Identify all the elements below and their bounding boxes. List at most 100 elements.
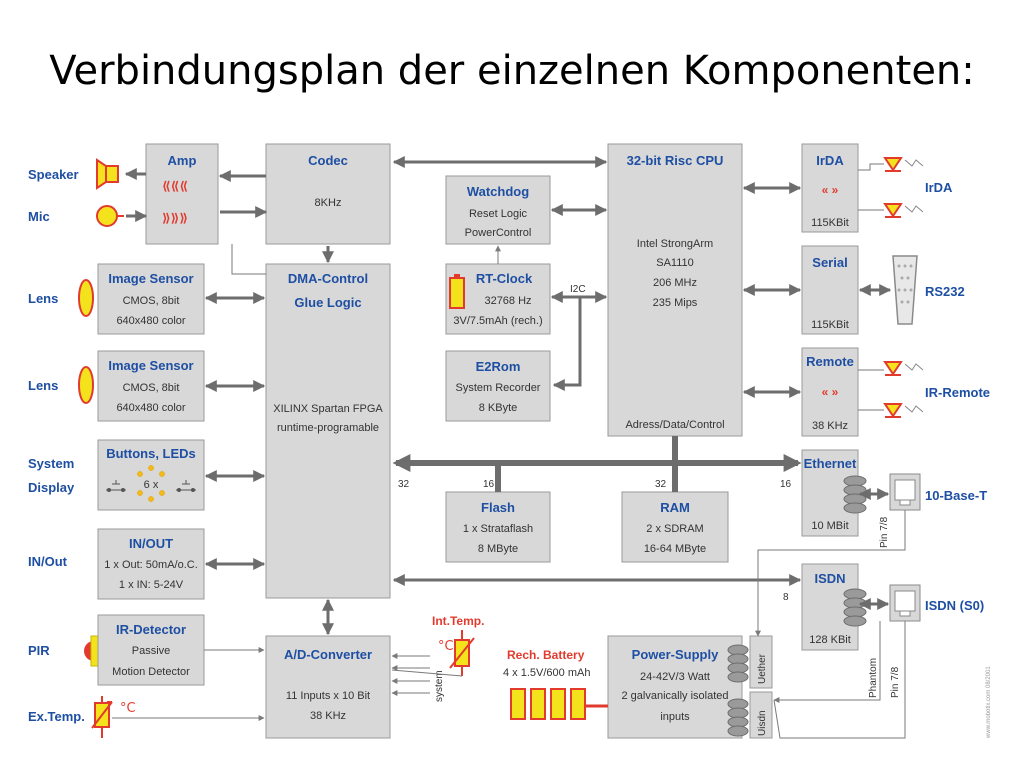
ext-thermistor-icon bbox=[91, 696, 113, 738]
lens-label-2: Lens bbox=[28, 378, 58, 393]
ethernet-title: Ethernet bbox=[804, 456, 857, 471]
codec-block: Codec 8KHz bbox=[265, 143, 391, 245]
irda-rate: 115KBit bbox=[811, 217, 849, 229]
flash-line2: 8 MByte bbox=[478, 543, 518, 555]
ir-remote-label: IR-Remote bbox=[925, 385, 990, 400]
remote-block: Remote « » 38 KHz bbox=[801, 347, 859, 437]
inout-title: IN/OUT bbox=[129, 536, 173, 551]
speaker-label: Speaker bbox=[28, 167, 79, 182]
psu-title: Power-Supply bbox=[632, 647, 719, 662]
int-thermistor-icon bbox=[449, 630, 475, 676]
inout-label: IN/Out bbox=[28, 554, 68, 569]
img2-line2: 640x480 color bbox=[116, 402, 185, 414]
pir-label: PIR bbox=[28, 643, 50, 658]
psu-line2: 2 galvanically isolated bbox=[621, 690, 728, 702]
dma-control-block: DMA-Control Glue Logic XILINX Spartan FP… bbox=[265, 263, 391, 599]
ethernet-transformer-icon bbox=[843, 475, 867, 514]
irda-led-icon-2 bbox=[883, 203, 924, 218]
watchdog-title: Watchdog bbox=[467, 184, 529, 199]
e2rom-title: E2Rom bbox=[476, 359, 521, 374]
uether-label: Uether bbox=[757, 653, 768, 684]
psu-line3: inputs bbox=[660, 711, 690, 723]
uether-block: Uether bbox=[727, 635, 773, 689]
cpu-bus-label: Adress/Data/Control bbox=[625, 419, 724, 431]
serial-rate: 115KBit bbox=[811, 319, 849, 331]
irdet-line2: Motion Detector bbox=[112, 666, 190, 678]
page-title: Verbindungsplan der einzelnen Komponente… bbox=[49, 48, 975, 94]
irdet-line1: Passive bbox=[132, 645, 171, 657]
cpu-block: 32-bit Risc CPU Intel StrongArm SA1110 2… bbox=[607, 143, 743, 437]
ten-base-t-label: 10-Base-T bbox=[925, 488, 987, 503]
footer-credit: www.mobotix.com 08/2001 bbox=[986, 666, 992, 739]
bus-width-dma: 32 bbox=[398, 479, 410, 490]
irda-arrows: « » bbox=[822, 183, 839, 197]
rt-clock-block: RT-Clock 32768 Hz 3V/7.5mAh (rech.) bbox=[445, 263, 551, 335]
buttons-title: Buttons, LEDs bbox=[106, 446, 196, 461]
rs232-label: RS232 bbox=[925, 284, 965, 299]
irda-title: IrDA bbox=[816, 153, 844, 168]
ram-line2: 16-64 MByte bbox=[644, 543, 706, 555]
image-sensor-1-block: Image Sensor CMOS, 8bit 640x480 color bbox=[97, 263, 205, 335]
img1-line1: CMOS, 8bit bbox=[123, 295, 180, 307]
extemp-label: Ex.Temp. bbox=[28, 709, 85, 724]
i2c-label: I2C bbox=[570, 284, 586, 295]
power-supply-block: Power-Supply 24-42V/3 Watt 2 galvanicall… bbox=[607, 635, 743, 739]
system-label: System bbox=[28, 456, 74, 471]
isdn-jack-icon bbox=[889, 584, 921, 622]
e2rom-line1: System Recorder bbox=[456, 382, 541, 394]
amp-block: Amp ⟪⟪⟪ ⟫⟫⟫ bbox=[145, 143, 219, 245]
push-button-icon-left bbox=[106, 480, 126, 492]
buttons-led-count: 6 x bbox=[144, 479, 159, 491]
bus-width-ram: 32 bbox=[655, 479, 667, 490]
ir-detector-block: IR-Detector Passive Motion Detector bbox=[97, 614, 205, 686]
system-wire-label: system bbox=[434, 670, 445, 702]
battery-pack-icon bbox=[510, 688, 608, 720]
bus-width-ethernet: 16 bbox=[780, 479, 792, 490]
rtc-line1: 32768 Hz bbox=[484, 295, 531, 307]
flash-line1: 1 x Strataflash bbox=[463, 523, 533, 535]
lens-label-1: Lens bbox=[28, 291, 58, 306]
int-temp-unit: °C bbox=[438, 639, 454, 654]
isdn-s0-label: ISDN (S0) bbox=[925, 598, 984, 613]
serial-block: Serial 115KBit bbox=[801, 245, 859, 335]
isdn-rate: 128 KBit bbox=[809, 634, 851, 646]
isdn-block: ISDN 128 KBit bbox=[801, 563, 867, 651]
lens-icon-2 bbox=[78, 366, 94, 404]
speaker-icon bbox=[96, 158, 119, 190]
amp-title: Amp bbox=[168, 153, 197, 168]
remote-led-icon-2 bbox=[883, 403, 924, 418]
ethernet-block: Ethernet 10 MBit bbox=[801, 449, 867, 537]
cpu-title: 32-bit Risc CPU bbox=[627, 153, 724, 168]
rj45-jack-icon bbox=[889, 473, 921, 511]
int-temp-label: Int.Temp. bbox=[432, 614, 484, 628]
img1-title: Image Sensor bbox=[108, 271, 193, 286]
buttons-leds-block: Buttons, LEDs 6 x bbox=[97, 439, 205, 511]
rs232-connector-icon bbox=[892, 255, 918, 325]
e2rom-block: E2Rom System Recorder 8 KByte bbox=[445, 350, 551, 422]
battery-icon bbox=[449, 274, 465, 309]
phantom-label: Phantom bbox=[868, 658, 879, 698]
lens-icon-1 bbox=[78, 279, 94, 317]
mic-label: Mic bbox=[28, 209, 50, 224]
irda-block: IrDA « » 115KBit bbox=[801, 143, 859, 233]
cpu-line1: Intel StrongArm bbox=[637, 238, 713, 250]
ram-line1: 2 x SDRAM bbox=[646, 523, 703, 535]
cpu-line3: 206 MHz bbox=[653, 277, 697, 289]
uisdn-block: Uisdn bbox=[727, 691, 773, 739]
dma-title-2: Glue Logic bbox=[294, 295, 361, 310]
rtc-title: RT-Clock bbox=[476, 271, 533, 286]
bus-width-flash: 16 bbox=[483, 479, 495, 490]
inout-line1: 1 x Out: 50mA/o.C. bbox=[104, 559, 198, 571]
battery-spec: 4 x 1.5V/600 mAh bbox=[503, 667, 590, 679]
img2-line1: CMOS, 8bit bbox=[123, 382, 180, 394]
amp-left-arrows: ⟪⟪⟪ bbox=[162, 179, 188, 193]
image-sensor-2-block: Image Sensor CMOS, 8bit 640x480 color bbox=[97, 350, 205, 422]
watchdog-line2: PowerControl bbox=[465, 227, 532, 239]
dma-line1: XILINX Spartan FPGA bbox=[273, 403, 383, 415]
watchdog-line1: Reset Logic bbox=[469, 208, 528, 220]
led-ring-icon bbox=[137, 465, 165, 502]
display-label: Display bbox=[28, 480, 75, 495]
codec-rate: 8KHz bbox=[315, 197, 342, 209]
remote-led-icon-1 bbox=[883, 361, 924, 376]
